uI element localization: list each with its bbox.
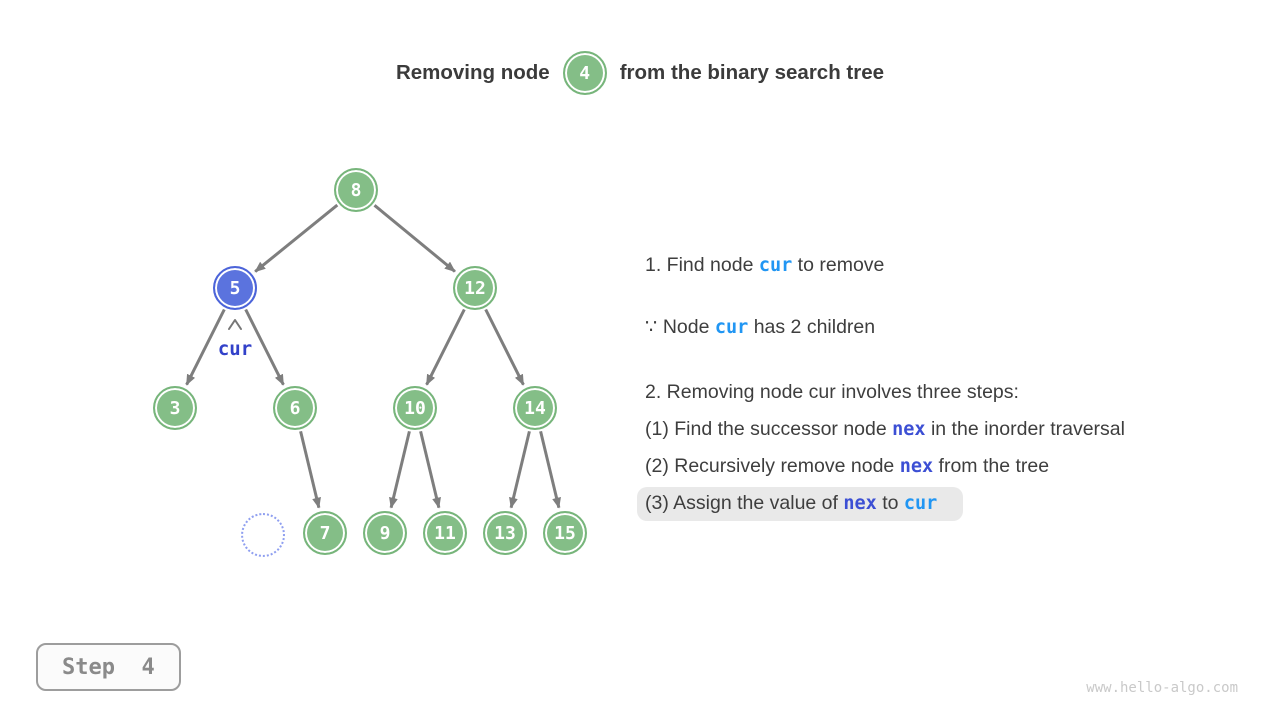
tree-edge-5-6 <box>244 308 285 386</box>
tree-node-13: 13 <box>483 511 527 555</box>
cur-pointer-caret-icon <box>228 319 242 330</box>
note-substep-3: (3) Assign the value of nex to cur <box>637 485 1125 522</box>
inline-code-nex: nex <box>892 419 926 440</box>
tree-edge-8-5 <box>254 203 339 273</box>
note-text: has 2 children <box>748 316 876 338</box>
note-substep-1: (1) Find the successor node nex in the i… <box>645 411 1125 448</box>
page-title: Removing node 4 from the binary search t… <box>0 51 1280 95</box>
note-text: from the tree <box>933 455 1050 477</box>
tree-node-7: 7 <box>303 511 347 555</box>
note-text: in the inorder traversal <box>925 418 1125 440</box>
tree-node-12: 12 <box>453 266 497 310</box>
tree-node-8: 8 <box>334 168 378 212</box>
note-text: 1. Find node <box>645 254 759 276</box>
tree-node-9: 9 <box>363 511 407 555</box>
tree-edge-14-15 <box>539 430 561 509</box>
note-steps-block: 2. Removing node cur involves three step… <box>637 374 1125 522</box>
tree-node-10: 10 <box>393 386 437 430</box>
note-find-node: 1. Find node cur to remove <box>645 252 884 279</box>
tree-edge-6-7 <box>299 430 321 509</box>
note-text: to <box>876 491 904 514</box>
tree-node-14: 14 <box>513 386 557 430</box>
note-because-children: ∵ Node cur has 2 children <box>645 314 875 341</box>
tree-edge-8-12 <box>373 204 456 273</box>
note-text: (2) Recursively remove node <box>645 455 900 477</box>
tree-edge-10-11 <box>419 430 441 509</box>
tree-node-6: 6 <box>273 386 317 430</box>
highlighted-current-step: (3) Assign the value of nex to cur <box>637 486 964 521</box>
tree-node-5: 5 <box>213 266 257 310</box>
inline-code-nex: nex <box>899 456 934 477</box>
tree-edge-12-10 <box>425 308 466 386</box>
cur-pointer-label: cur <box>217 338 253 360</box>
title-suffix: from the binary search tree <box>619 61 885 84</box>
title-node-badge: 4 <box>562 51 607 95</box>
inline-code-cur: cur <box>714 317 749 338</box>
watermark-url: www.hello-algo.com <box>1086 680 1238 696</box>
note-text: (1) Find the successor node <box>645 418 893 440</box>
note-step2-header: 2. Removing node cur involves three step… <box>645 374 1125 411</box>
tree-node-11: 11 <box>423 511 467 555</box>
note-text: ∵ Node <box>645 316 715 338</box>
title-node-value: 4 <box>579 62 591 84</box>
tree-node-3: 3 <box>153 386 197 430</box>
note-text: (3) Assign the value of <box>645 491 844 514</box>
tree-node-15: 15 <box>543 511 587 555</box>
inline-code-cur: cur <box>758 255 793 276</box>
inline-code-cur: cur <box>903 492 938 514</box>
tree-edge-10-9 <box>389 430 411 509</box>
tree-node-removed-slot <box>241 513 285 557</box>
title-prefix: Removing node <box>395 61 550 84</box>
tree-edge-12-14 <box>484 308 525 386</box>
note-text: 2. Removing node cur involves three step… <box>645 381 1019 403</box>
note-substep-2: (2) Recursively remove node nex from the… <box>645 448 1125 485</box>
step-counter-badge: Step 4 <box>36 643 181 691</box>
note-text: to remove <box>792 254 885 276</box>
tree-edge-5-3 <box>185 308 226 386</box>
inline-code-nex: nex <box>843 492 877 514</box>
tree-edge-14-13 <box>509 430 531 509</box>
